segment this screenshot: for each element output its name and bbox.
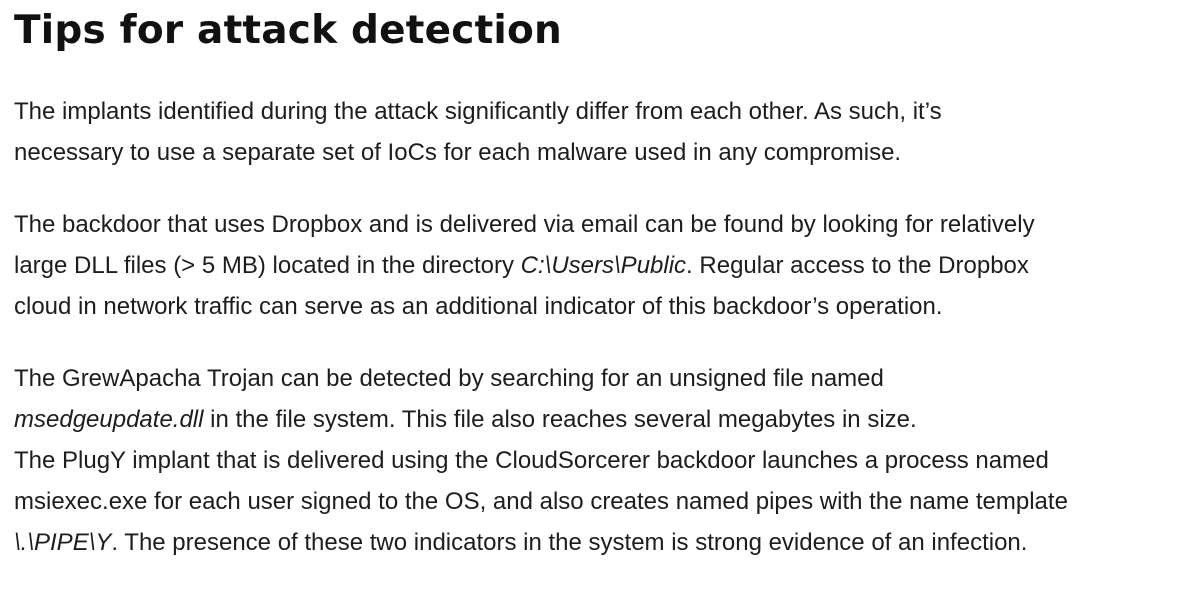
paragraph-line: The GrewApacha Trojan can be detected by… — [14, 365, 884, 392]
text-segment: . Regular access to the Dropbox — [686, 252, 1029, 279]
text-segment: . The presence of these two indicators i… — [111, 529, 1028, 556]
paragraph-implants: The implants identified during the attac… — [14, 91, 1186, 173]
paragraph-line: msedgeupdate.dll in the file system. Thi… — [14, 399, 1186, 440]
paragraph-plugy: The PlugY implant that is delivered usin… — [14, 440, 1186, 563]
paragraph-line: necessary to use a separate set of IoCs … — [14, 139, 902, 166]
file-name: msedgeupdate.dll — [14, 406, 204, 433]
paragraph-grewapacha: The GrewApacha Trojan can be detected by… — [14, 358, 1186, 440]
paragraph-line: cloud in network traffic can serve as an… — [14, 293, 943, 320]
paragraph-line: msiexec.exe for each user signed to the … — [14, 488, 1068, 515]
paragraph-dropbox-backdoor: The backdoor that uses Dropbox and is de… — [14, 204, 1186, 327]
paragraph-line: The PlugY implant that is delivered usin… — [14, 447, 1049, 474]
text-segment: in the file system. This file also reach… — [203, 406, 917, 433]
pipe-name: \.\PIPE\Y — [14, 529, 112, 556]
paragraph-line: The implants identified during the attac… — [14, 98, 942, 125]
directory-path: C:\Users\Public — [520, 252, 687, 279]
section-title: Tips for attack detection — [14, 8, 562, 53]
paragraph-line: large DLL files (> 5 MB) located in the … — [14, 245, 1186, 286]
text-segment: large DLL files (> 5 MB) located in the … — [14, 252, 521, 279]
paragraph-line: \.\PIPE\Y. The presence of these two ind… — [14, 522, 1186, 563]
paragraph-line: The backdoor that uses Dropbox and is de… — [14, 211, 1035, 238]
